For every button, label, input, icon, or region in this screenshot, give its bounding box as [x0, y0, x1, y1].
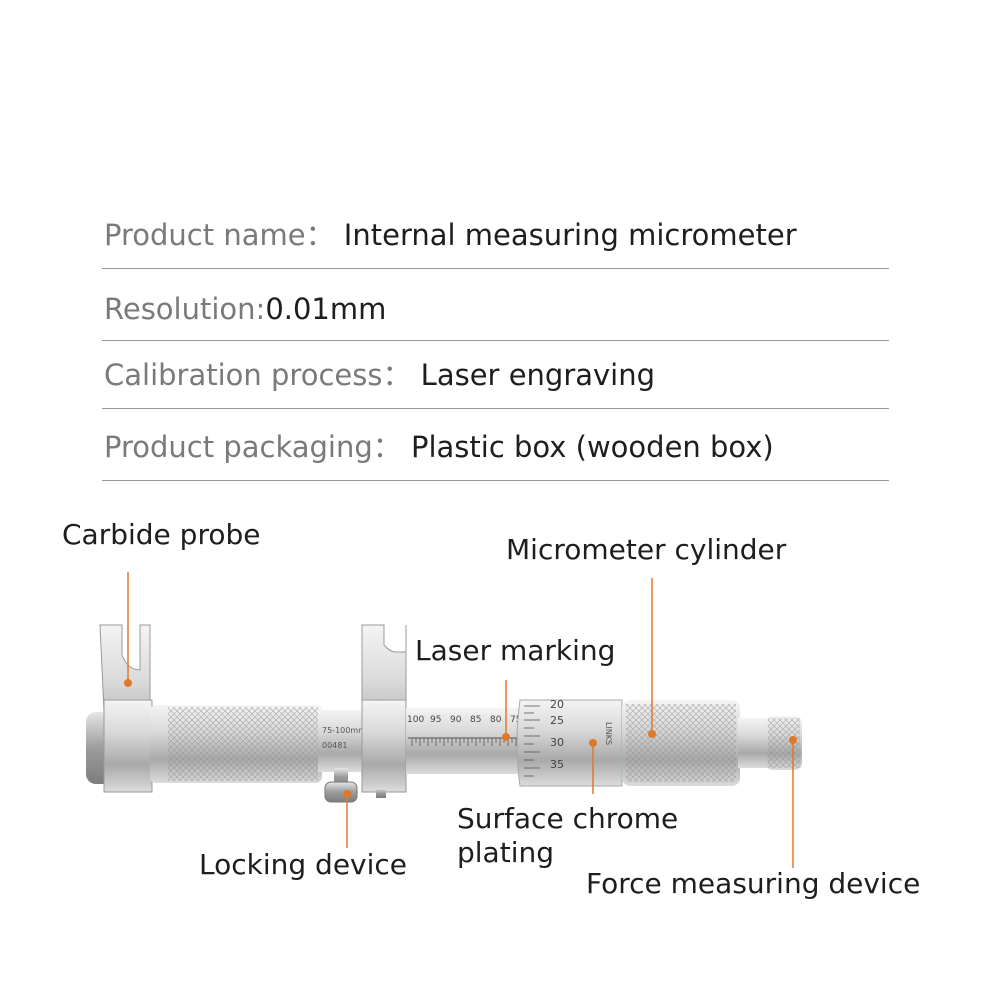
callout-surface-chrome-line2: plating: [457, 835, 554, 869]
thimble-number: 25: [550, 714, 564, 727]
range-engraving: 75-100mm: [322, 726, 366, 735]
dot-laser-marking: [502, 733, 510, 741]
thimble-number: 30: [550, 736, 564, 749]
spec-row-packaging: Product packaging： Plastic box (wooden b…: [102, 412, 889, 481]
spec-label: Resolution:: [104, 292, 266, 326]
dot-force-measuring: [789, 736, 797, 744]
scale-number: 80: [490, 715, 502, 725]
spec-row-product-name: Product name： Internal measuring microme…: [102, 200, 889, 269]
scale-number: 100: [407, 715, 424, 725]
scale-number: 85: [470, 715, 481, 725]
spec-label: Product packaging：: [104, 430, 402, 464]
small-pin: [376, 788, 386, 798]
spec-value: Plastic box (wooden box): [410, 430, 774, 464]
spec-value: Laser engraving: [420, 358, 656, 392]
spec-label: Calibration process：: [104, 358, 412, 392]
thimble-ticks: [524, 705, 540, 777]
scale-numbers: 100 95 90 85 80 75: [407, 715, 521, 725]
ratchet-neck: [738, 718, 768, 768]
thimble-numbers: 20 25 30 35: [550, 698, 564, 771]
serial-engraving: 00481: [322, 741, 347, 750]
spec-label: Product name：: [104, 218, 335, 252]
dot-surface-chrome: [589, 739, 597, 747]
callout-carbide-probe: Carbide probe: [62, 518, 261, 551]
brand-engraving: LINKS: [604, 722, 613, 745]
scale-number: 95: [430, 715, 441, 725]
spec-row-calibration: Calibration process： Laser engraving: [102, 340, 889, 409]
locking-knob: [324, 781, 358, 803]
cylinder-knurl-texture: [626, 704, 736, 782]
thimble-number: 35: [550, 758, 564, 771]
spec-value: 0.01mm: [265, 292, 387, 326]
callout-surface-chrome: Surface chrome plating: [457, 802, 678, 869]
callout-locking-device: Locking device: [199, 848, 408, 881]
thimble-number: 20: [550, 698, 564, 711]
dot-carbide-probe: [124, 679, 132, 687]
callout-surface-chrome-line1: Surface chrome: [457, 802, 679, 835]
right-probe-body: [361, 699, 407, 793]
scale-number: 90: [450, 715, 462, 725]
thimble: [516, 699, 623, 787]
callout-laser-marking: Laser marking: [415, 634, 616, 667]
spec-row-resolution: Resolution:0.01mm: [102, 272, 889, 341]
spec-value: Internal measuring micrometer: [343, 218, 797, 252]
callout-micrometer-cylinder: Micrometer cylinder: [506, 533, 787, 566]
leader-lines: [127, 572, 794, 868]
inner-barrel: [318, 710, 364, 772]
left-knurl-texture: [168, 707, 318, 781]
dot-locking-device: [343, 790, 351, 798]
scale-number: 75: [510, 715, 521, 725]
left-probe-body: [103, 699, 153, 793]
callout-dots: [124, 679, 797, 798]
callout-force-measuring-device: Force measuring device: [586, 867, 921, 900]
dot-micrometer-cylinder: [648, 730, 656, 738]
